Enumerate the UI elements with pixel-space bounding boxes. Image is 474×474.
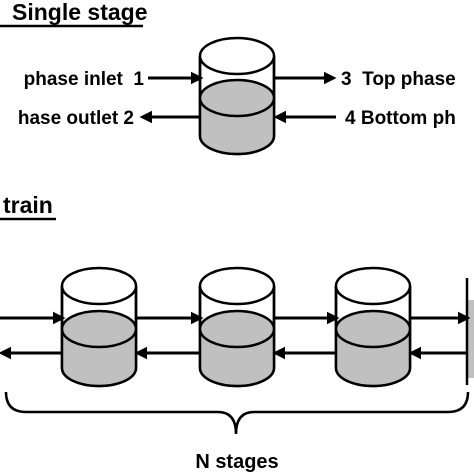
bottom-phase-label: 4 Bottom ph [345,108,456,129]
top-phase-label: 3 Top phase [341,69,456,90]
outlet-label: hase outlet 2 [18,108,134,129]
stages-brace [4,391,470,435]
inlet-label: phase inlet 1 [24,69,145,90]
single-stage-vessel [198,36,276,156]
train-stage-partial [465,278,474,385]
train-title: train [3,192,53,218]
stages-label: N stages [195,451,278,473]
single-stage-bottom-phase [200,98,274,154]
train-stage-1 [60,266,138,388]
single-stage-interface [198,78,276,118]
train-stage-2 [198,266,276,388]
single-stage-title: Single stage [12,0,147,25]
train-stage-3 [334,266,412,388]
single-stage-lid [198,36,276,76]
